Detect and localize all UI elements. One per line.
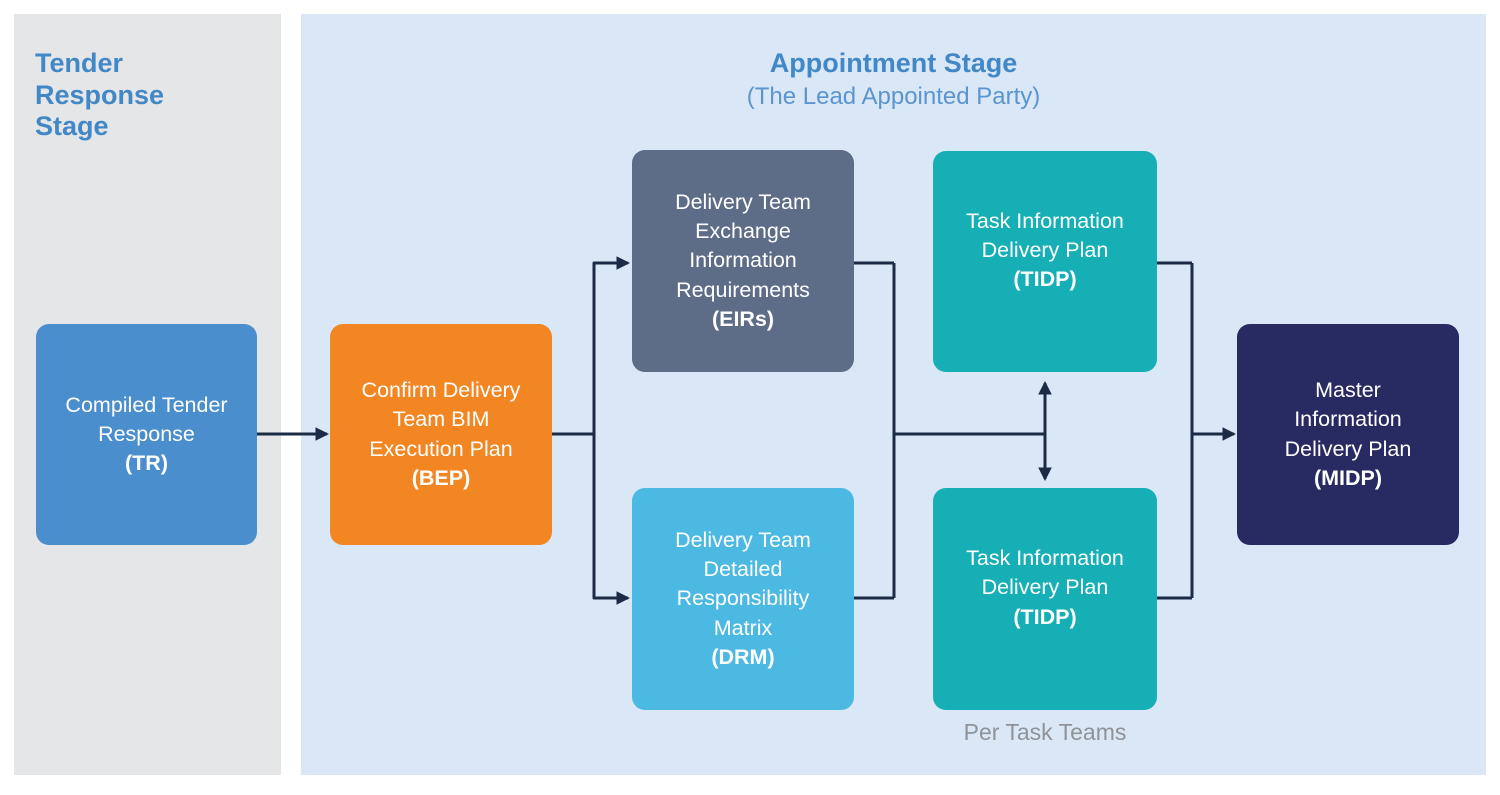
node-label: Delivery Team Detailed Responsibility Ma… bbox=[675, 528, 811, 640]
per-task-teams-label: Per Task Teams bbox=[963, 719, 1127, 745]
node-label: Task Information Delivery Plan bbox=[966, 546, 1124, 600]
node-label: Master Information Delivery Plan bbox=[1284, 378, 1412, 461]
node-detailed-responsibility-matrix: Delivery Team Detailed Responsibility Ma… bbox=[632, 488, 854, 710]
node-abbr: (MIDP) bbox=[1313, 465, 1383, 490]
node-abbr: (EIRs) bbox=[711, 306, 775, 331]
node-abbr: (TIDP) bbox=[1013, 267, 1077, 291]
node-label: Delivery Team Exchange Information Requi… bbox=[675, 190, 811, 302]
appointment-stage-title: Appointment Stage bbox=[769, 48, 1018, 78]
tender-stage-title: Tender Response Stage bbox=[35, 48, 165, 142]
node-abbr: (TIDP) bbox=[1013, 604, 1077, 629]
node-compiled-tender-response: Compiled Tender Response (TR) bbox=[36, 324, 257, 545]
node-abbr: (DRM) bbox=[711, 644, 775, 669]
node-label: Compiled Tender Response bbox=[65, 392, 228, 446]
node-label: Confirm Delivery Team BIM Execution Plan bbox=[361, 378, 521, 461]
appointment-stage-subtitle: (The Lead Appointed Party) bbox=[746, 82, 1041, 110]
node-tidp-top: Task Information Delivery Plan (TIDP) bbox=[933, 151, 1157, 372]
node-bim-execution-plan: Confirm Delivery Team BIM Execution Plan… bbox=[330, 324, 552, 545]
node-abbr: (TR) bbox=[125, 451, 168, 475]
node-abbr: (BEP) bbox=[411, 465, 471, 490]
node-tidp-bottom: Task Information Delivery Plan (TIDP) bbox=[933, 488, 1157, 710]
node-exchange-information-requirements: Delivery Team Exchange Information Requi… bbox=[632, 150, 854, 372]
node-master-information-delivery-plan: Master Information Delivery Plan (MIDP) bbox=[1237, 324, 1459, 545]
node-label: Task Information Delivery Plan bbox=[966, 208, 1124, 262]
appointment-stage-header: Appointment Stage (The Lead Appointed Pa… bbox=[301, 14, 1486, 111]
